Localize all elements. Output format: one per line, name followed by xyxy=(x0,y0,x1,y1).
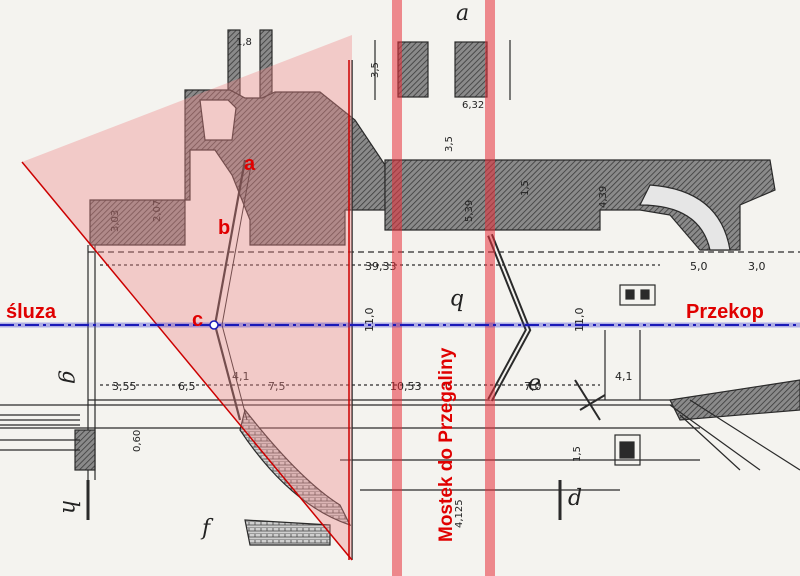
section-letter-f: f xyxy=(200,516,214,541)
overlay-wedge xyxy=(22,35,352,560)
left-gate-leaves-inner xyxy=(221,159,253,421)
lower-gate-brick xyxy=(239,408,352,527)
dim-4-1a: 4,1 xyxy=(232,370,250,383)
dim-3-5b: 3,5 xyxy=(444,136,455,152)
dim-5-0: 5,0 xyxy=(690,260,708,273)
section-letter-e: e xyxy=(528,371,541,396)
red-labels: śluza Przekop a b c Mostek do Przegaliny xyxy=(6,153,764,542)
canal-axis xyxy=(0,320,800,330)
dim-2-07: 2,07 xyxy=(152,200,163,222)
lower-left-water-lines xyxy=(0,414,80,451)
lower-right-outlet xyxy=(669,379,800,421)
top-pier-right xyxy=(454,41,488,98)
label-point-a: a xyxy=(244,153,256,175)
dim-11-0b: 11,0 xyxy=(573,308,586,333)
section-letter-b: b xyxy=(450,288,464,313)
section-letter-a: a xyxy=(456,1,469,26)
section-letter-d: d xyxy=(568,486,582,511)
lower-right-box-fill xyxy=(619,441,635,459)
dim-4-1b: 4,1 xyxy=(615,370,633,383)
dim-1-5a: 1,5 xyxy=(520,180,531,196)
control-box-window-2 xyxy=(640,289,650,300)
dim-4-39: 4,39 xyxy=(598,186,609,208)
upper-channel-wall xyxy=(384,159,776,251)
dim-4-125: 4,125 xyxy=(454,499,465,528)
dim-5-39: 5,39 xyxy=(464,200,475,222)
right-cross-marks xyxy=(574,379,606,421)
lower-right-box xyxy=(614,434,641,466)
left-gate-masonry xyxy=(89,89,386,246)
overlay-diagonal xyxy=(21,161,353,561)
control-box-window-1 xyxy=(625,289,635,300)
bridge-line-left xyxy=(392,0,402,576)
dim-7-5: 7,5 xyxy=(268,380,286,393)
dimension-labels: 1,8 3,5 6,32 3,5 1,5 5,39 4,39 3,03 2,07… xyxy=(110,37,766,528)
overlay-wedge-outline xyxy=(22,68,352,560)
dim-6-5: 6,5 xyxy=(178,380,196,393)
bridge-lines xyxy=(392,0,495,576)
outlet-lines xyxy=(669,399,800,471)
dim-0-60: 0,60 xyxy=(132,430,143,452)
right-culvert-bend xyxy=(639,184,731,251)
label-mostek: Mostek do Przegaliny xyxy=(436,347,457,542)
dim-1-8: 1,8 xyxy=(236,37,252,48)
section-letter-g: g xyxy=(57,370,82,384)
dim-6-32: 6,32 xyxy=(462,100,484,111)
dim-3-5a: 3,5 xyxy=(370,62,381,78)
dim-7-0: 7,0 xyxy=(524,380,542,393)
control-box xyxy=(619,284,656,306)
dim-3-55: 3,55 xyxy=(112,380,137,393)
gate-recess xyxy=(199,99,237,141)
dim-11-0a: 11,0 xyxy=(363,308,376,333)
dim-3-0: 3,0 xyxy=(748,260,766,273)
dim-1-5b: 1,5 xyxy=(572,446,583,462)
section-letters: a b d e f g h xyxy=(57,1,582,541)
label-point-b: b xyxy=(218,217,230,239)
axis-point-c xyxy=(209,320,219,330)
label-point-c: c xyxy=(192,309,203,331)
right-gate-leaves-core xyxy=(489,234,530,401)
lower-gate-sill xyxy=(244,519,331,546)
section-letter-h: h xyxy=(57,500,82,514)
pink-overlay xyxy=(21,35,353,561)
bridge-line-right xyxy=(485,0,495,576)
label-sluza: śluza xyxy=(6,301,57,323)
dim-39-33: 39,33 xyxy=(365,260,397,273)
dim-3-03: 3,03 xyxy=(110,210,121,232)
label-przekop: Przekop xyxy=(686,301,764,323)
top-pier-left xyxy=(397,41,429,98)
